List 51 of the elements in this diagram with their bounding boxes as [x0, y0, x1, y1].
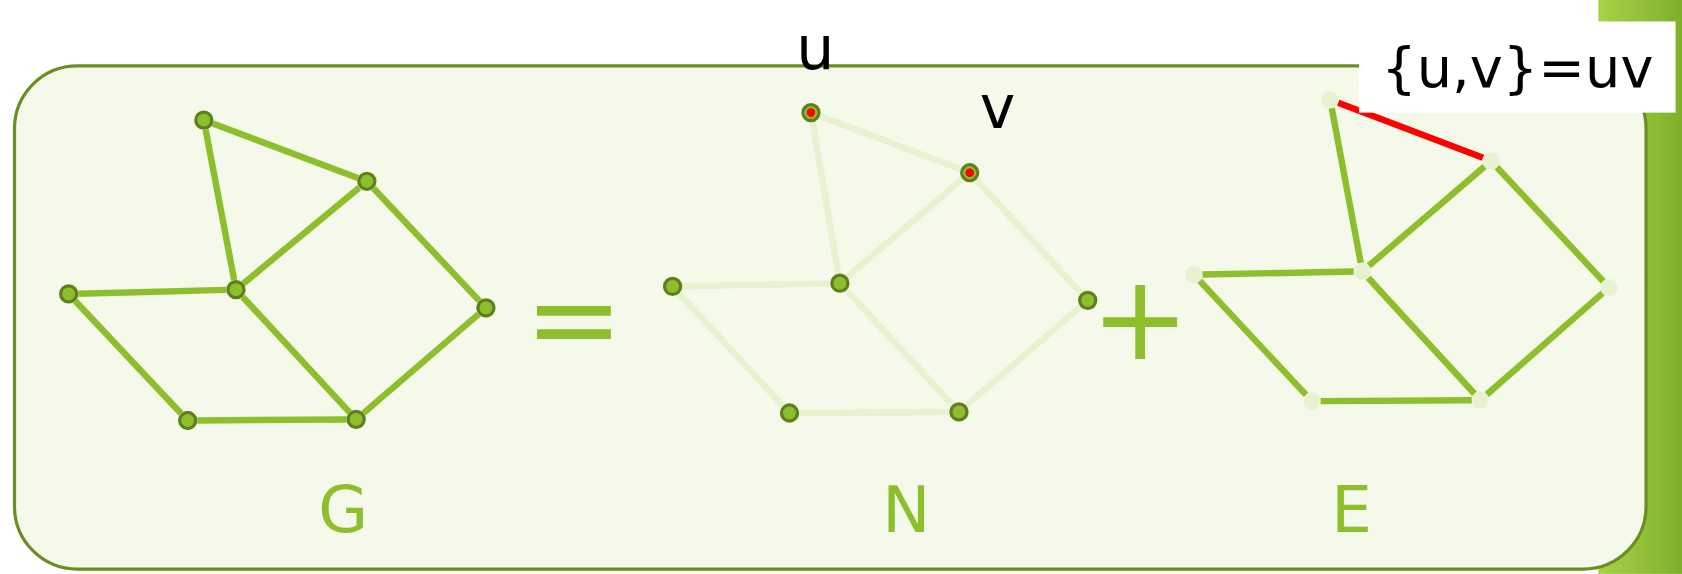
edge-line [1328, 107, 1364, 264]
plus-sign: + [1090, 259, 1190, 378]
edge-line [1365, 275, 1477, 396]
vertex [346, 409, 366, 430]
vertex [1321, 91, 1339, 109]
edge-line [202, 129, 238, 281]
edge-line [844, 288, 955, 407]
vertex [1353, 262, 1371, 280]
edge-line [197, 416, 347, 424]
edge-line [818, 113, 962, 173]
graph-label: G [318, 477, 369, 542]
edge-line [682, 280, 831, 290]
text-box: {u,v}=uv [1359, 21, 1676, 113]
vertex [1078, 290, 1098, 310]
vertex [830, 273, 850, 293]
edge-line [1197, 278, 1309, 398]
vertex [357, 171, 377, 191]
edge-line [1484, 290, 1605, 397]
vertex-label: v [979, 77, 1016, 138]
edge-line [1366, 164, 1487, 269]
vertex [1185, 266, 1203, 284]
edge-line [809, 121, 842, 275]
vertex [194, 110, 214, 130]
edge-line [799, 408, 950, 417]
edge-line [1337, 99, 1485, 161]
equals-sign: = [524, 259, 624, 378]
vertex-label: u [796, 18, 835, 79]
highlighted-vertex [801, 103, 821, 123]
edge-line [1494, 164, 1606, 284]
graph-label: E [1331, 477, 1372, 542]
vertex [779, 403, 800, 423]
edge-line [964, 304, 1083, 409]
edge-line [1202, 268, 1354, 278]
edge-line [241, 184, 362, 286]
edge-line [676, 291, 786, 409]
edge-line [78, 286, 227, 297]
edge-line [1320, 396, 1472, 405]
edge-line [72, 298, 184, 416]
highlighted-vertex [960, 163, 980, 183]
vertex [1303, 392, 1321, 410]
graph-label: N [882, 477, 931, 542]
vertex [662, 276, 683, 297]
edge-line [361, 311, 481, 416]
vertex [178, 410, 198, 431]
edge-line [240, 294, 352, 415]
edge-line [845, 176, 965, 280]
edge-line [371, 186, 482, 304]
vertex [59, 284, 79, 304]
edge-line [211, 120, 359, 181]
edge-line [973, 177, 1084, 296]
vertex [949, 402, 969, 422]
